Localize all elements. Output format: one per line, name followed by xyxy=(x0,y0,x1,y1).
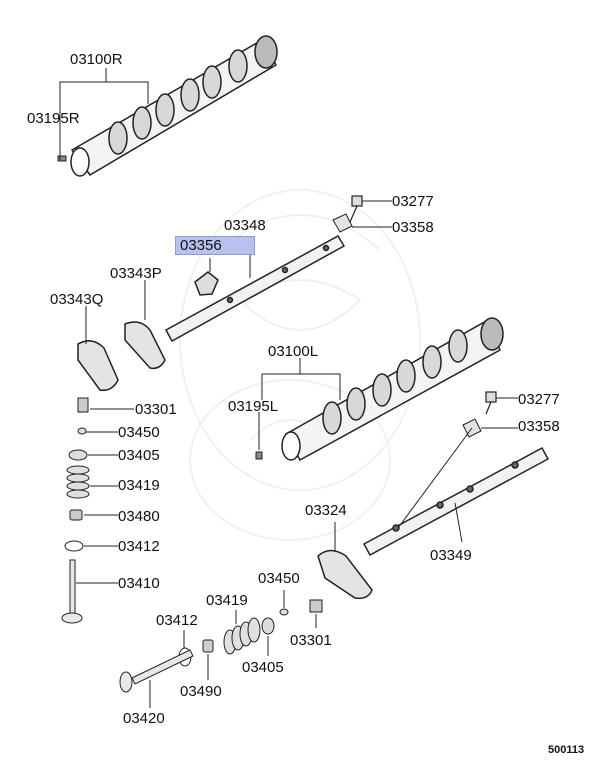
pin-l xyxy=(255,451,263,460)
diagram-code: 500113 xyxy=(548,744,585,756)
spring-left xyxy=(66,465,90,499)
rocker-q xyxy=(77,340,119,392)
label-03419-lower: 03419 xyxy=(206,592,248,609)
label-03480: 03480 xyxy=(118,508,160,525)
seal-lower xyxy=(202,639,214,653)
adjuster-lower xyxy=(309,599,323,613)
label-03490: 03490 xyxy=(180,683,222,700)
leader-lines xyxy=(59,68,518,708)
label-03358-top: 03358 xyxy=(392,219,434,236)
valve-left xyxy=(61,559,83,624)
rocker-shaft-top xyxy=(164,234,346,343)
label-03420: 03420 xyxy=(123,710,165,727)
label-03301-lower: 03301 xyxy=(290,632,332,649)
spring-seat-left xyxy=(68,449,88,461)
part-03356 xyxy=(194,271,219,296)
adjuster-left xyxy=(77,397,89,413)
retainer-lower xyxy=(279,608,289,616)
label-03412-left: 03412 xyxy=(118,538,160,555)
spring-lower xyxy=(223,617,261,655)
camshaft-l xyxy=(281,317,504,462)
pin-r xyxy=(57,155,67,162)
label-03412-lower: 03412 xyxy=(156,612,198,629)
label-03356-highlighted[interactable]: 03356 xyxy=(175,236,255,255)
seal-left xyxy=(69,509,83,521)
retainer-left xyxy=(77,427,87,435)
label-03405-lower: 03405 xyxy=(242,659,284,676)
label-03301-left: 03301 xyxy=(135,401,177,418)
rocker-lower xyxy=(317,549,373,600)
spring-seat-lower xyxy=(261,617,275,635)
label-03348: 03348 xyxy=(224,217,266,234)
rocker-shaft-lower xyxy=(362,446,550,557)
label-03100r: 03100R xyxy=(70,51,123,68)
label-03450-left: 03450 xyxy=(118,424,160,441)
camshaft-r xyxy=(70,35,278,177)
label-03349: 03349 xyxy=(430,547,472,564)
bolt-right xyxy=(485,391,497,415)
label-03100l: 03100L xyxy=(268,343,319,360)
label-03405-left: 03405 xyxy=(118,447,160,464)
label-03450-lower: 03450 xyxy=(258,570,300,587)
valve-lower xyxy=(119,649,194,693)
rocker-p xyxy=(124,321,166,370)
label-03277-right: 03277 xyxy=(518,391,560,408)
label-03343p: 03343P xyxy=(110,265,162,282)
washer-top xyxy=(332,213,353,233)
label-03419-left: 03419 xyxy=(118,477,160,494)
label-03277-top: 03277 xyxy=(392,193,434,210)
label-03195r: 03195R xyxy=(27,110,80,127)
shim-left xyxy=(64,540,84,552)
label-03324: 03324 xyxy=(305,502,347,519)
label-03358-right: 03358 xyxy=(518,418,560,435)
label-03410: 03410 xyxy=(118,575,160,592)
label-03343q: 03343Q xyxy=(50,291,104,308)
label-03195l: 03195L xyxy=(228,398,279,415)
